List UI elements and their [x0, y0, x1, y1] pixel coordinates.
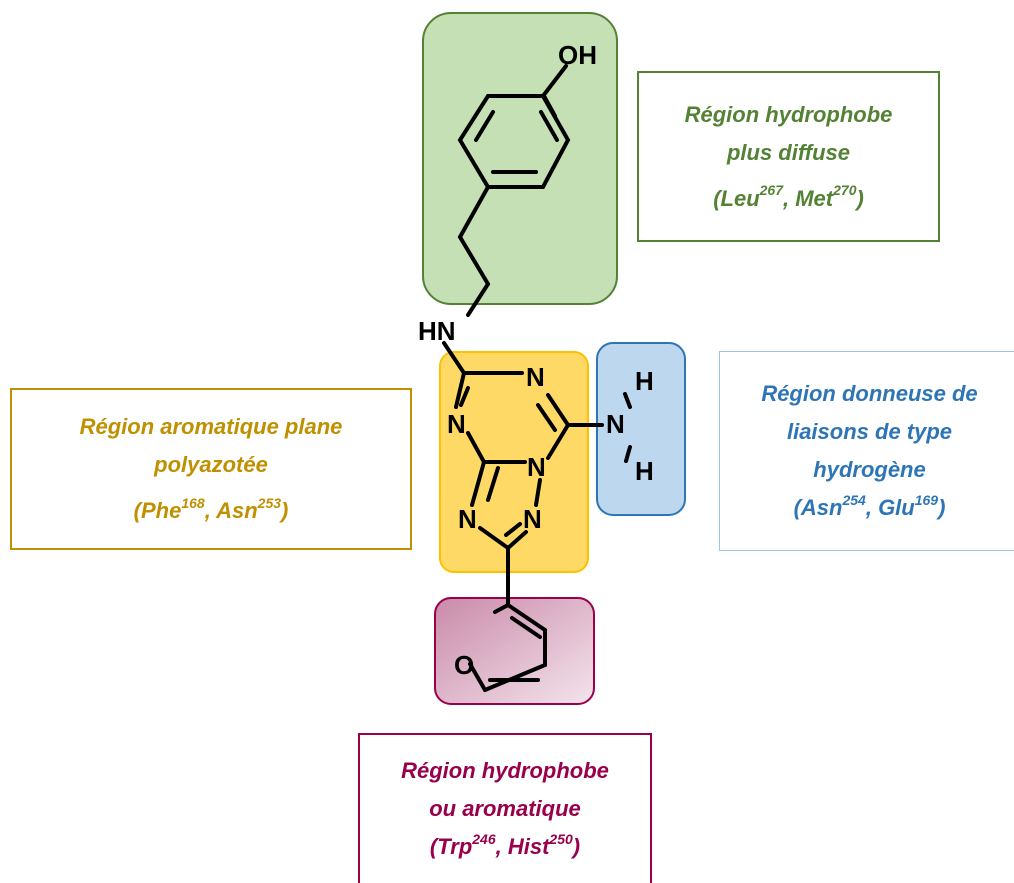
- green-region-line1: Région hydrophobe: [684, 101, 893, 127]
- residue-name: Met: [795, 185, 834, 211]
- residue-name: Asn: [800, 495, 843, 520]
- h-amine-bottom-label: H: [635, 456, 654, 486]
- magenta-region-label: Région hydrophobe ou aromatique (Trp246,…: [358, 733, 652, 883]
- residue-name: Leu: [720, 185, 760, 211]
- oh-label: OH: [558, 40, 597, 70]
- magenta-region-highlight: [434, 597, 595, 705]
- residue-number: 168: [181, 494, 205, 511]
- chain-bond-1: [458, 185, 490, 239]
- bonds: [442, 64, 632, 692]
- n-triazole-left-label: N: [458, 504, 477, 534]
- residue-name: Hist: [507, 834, 550, 859]
- blue-region-highlight: [596, 342, 686, 516]
- n-amine-label: N: [606, 409, 625, 439]
- blue-region-line3: hydrogène: [813, 457, 926, 482]
- green-region-residues: (Leu267, Met270): [713, 182, 864, 211]
- n-ring-top-label: N: [526, 362, 545, 392]
- chain-bond-2: [458, 235, 490, 286]
- nh-c-bond: [442, 341, 466, 375]
- chain-bond-3: [466, 282, 490, 317]
- yellow-region-line1: Région aromatique plane: [79, 414, 343, 439]
- residue-number: 270: [833, 182, 857, 199]
- residue-name: Glu: [878, 495, 915, 520]
- blue-region-line1: Région donneuse de: [761, 381, 978, 406]
- n-bridge-label: N: [527, 452, 546, 482]
- blue-region-residues: (Asn254, Glu169): [793, 491, 946, 520]
- residue-name: Phe: [140, 498, 182, 523]
- oh-bond: [541, 64, 568, 98]
- magenta-region-line2: ou aromatique: [429, 796, 581, 821]
- magenta-region-residues: (Trp246, Hist250): [429, 830, 581, 859]
- residue-name: Trp: [437, 834, 473, 859]
- residue-number: 169: [914, 491, 939, 508]
- magenta-region-line1: Région hydrophobe: [401, 758, 609, 783]
- yellow-region-residues: (Phe168, Asn253): [133, 494, 289, 523]
- green-region-line2: plus diffuse: [726, 139, 851, 165]
- residue-number: 267: [759, 182, 783, 199]
- green-region-label: Région hydrophobe plus diffuse (Leu267, …: [637, 71, 940, 242]
- n-triazole-right-label: N: [523, 504, 542, 534]
- residue-number: 250: [549, 830, 573, 847]
- residue-number: 246: [472, 830, 496, 847]
- blue-region-line2: liaisons de type: [786, 419, 953, 444]
- h-amine-top-label: H: [635, 366, 654, 396]
- n-ring-left-label: N: [447, 409, 466, 439]
- residue-number: 253: [257, 494, 282, 511]
- residue-name: Asn: [216, 498, 258, 523]
- green-region-highlight: [422, 12, 618, 305]
- yellow-region-label: Région aromatique plane polyazotée (Phe1…: [10, 388, 412, 550]
- yellow-region-line2: polyazotée: [154, 452, 268, 477]
- o-furan-label: O: [454, 650, 474, 680]
- hn-label: HN: [418, 316, 456, 346]
- residue-number: 254: [842, 491, 866, 508]
- blue-region-label: Région donneuse de liaisons de type hydr…: [719, 351, 1014, 551]
